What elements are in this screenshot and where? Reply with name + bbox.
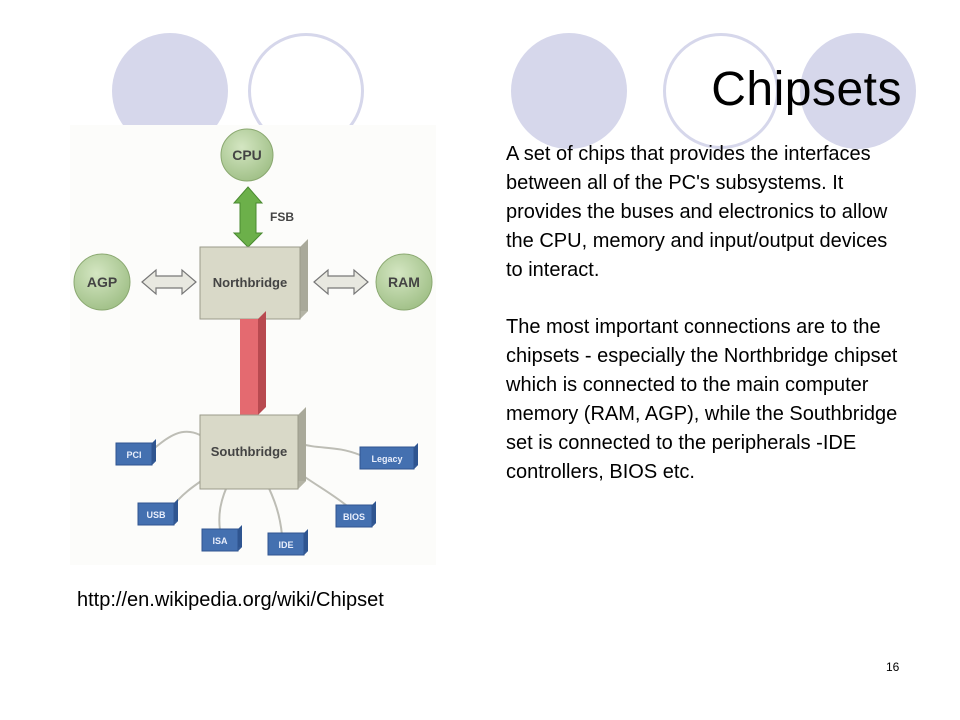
agp-label: AGP [87, 274, 117, 290]
decorative-circle [800, 33, 916, 149]
slide-number: 16 [886, 660, 900, 674]
agp-arrow [141, 268, 197, 296]
fsb-arrow: FSB [232, 186, 294, 248]
northbridge-label: Northbridge [213, 275, 287, 290]
port-isa: ISA [201, 525, 242, 552]
ram-label: RAM [388, 274, 420, 290]
port-legacy: Legacy [359, 443, 418, 470]
southbridge-chip: Southbridge [199, 407, 306, 490]
fsb-label: FSB [270, 210, 294, 224]
isa-label: ISA [212, 536, 228, 546]
cpu-label: CPU [232, 147, 262, 163]
port-pci: PCI [115, 439, 156, 466]
legacy-label: Legacy [371, 454, 402, 464]
north-south-bus [240, 311, 266, 415]
ram-node: RAM [375, 253, 433, 311]
ide-label: IDE [278, 540, 293, 550]
slide-body: A set of chips that provides the interfa… [506, 140, 906, 487]
agp-node: AGP [73, 253, 131, 311]
ram-arrow [313, 268, 369, 296]
port-usb: USB [137, 499, 178, 526]
port-ide: IDE [267, 529, 308, 556]
cpu-node: CPU [220, 128, 274, 182]
decorative-circle-outline [663, 33, 779, 149]
paragraph-connections: The most important connections are to th… [506, 316, 898, 483]
chipset-diagram: FSB CPU AGP RAM Northbridge [70, 125, 436, 565]
paragraph-definition: A set of chips that provides the interfa… [506, 143, 888, 281]
decorative-circle [511, 33, 627, 149]
northbridge-chip: Northbridge [199, 239, 308, 320]
port-bios: BIOS [335, 501, 376, 528]
usb-label: USB [146, 510, 166, 520]
bios-label: BIOS [343, 512, 365, 522]
southbridge-label: Southbridge [211, 444, 288, 459]
slide-title: Chipsets [711, 63, 902, 116]
pci-label: PCI [126, 450, 141, 460]
source-link[interactable]: http://en.wikipedia.org/wiki/Chipset [77, 589, 384, 611]
